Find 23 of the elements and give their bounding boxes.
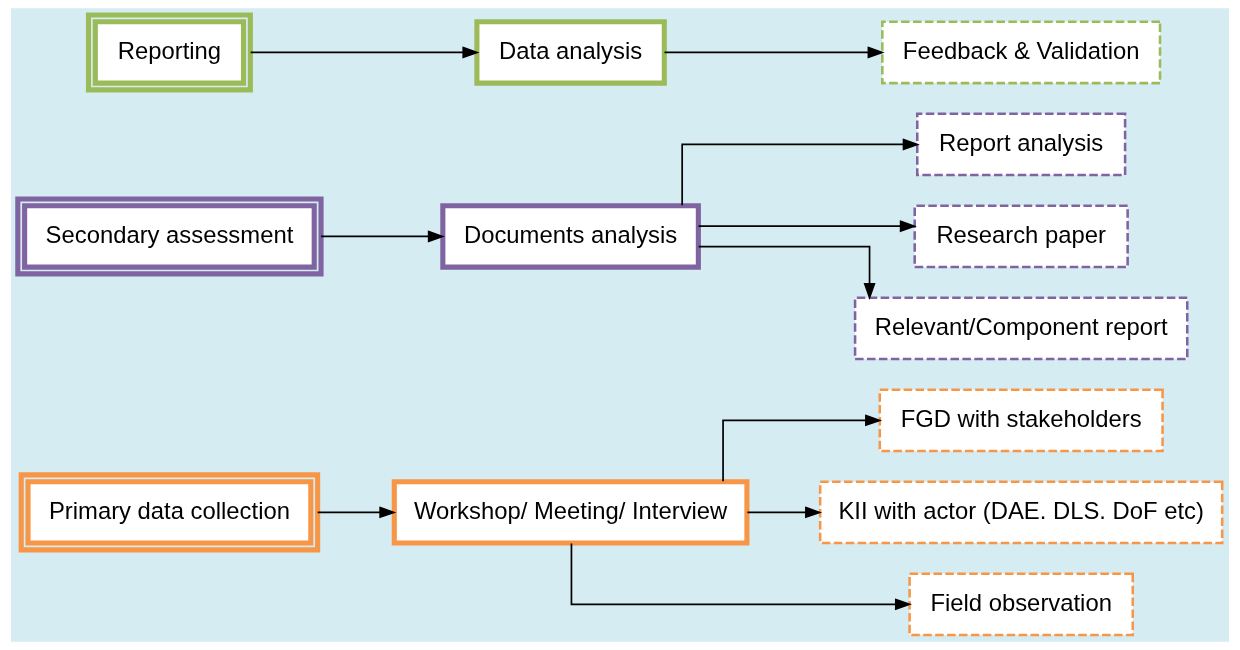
arrow <box>316 506 397 519</box>
arrow <box>697 220 917 233</box>
node-box: Documents analysis <box>440 203 701 270</box>
node-box: Primary data collection <box>18 472 321 553</box>
arrow <box>681 138 920 207</box>
node-box: Field observation <box>908 572 1135 637</box>
arrow <box>697 245 876 301</box>
arrow <box>249 46 480 59</box>
node-box: Workshop/ Meeting/ Interview <box>391 479 750 546</box>
node-box: Relevant/Component report <box>853 296 1189 361</box>
node-box: Report analysis <box>916 112 1127 177</box>
arrow <box>663 46 885 59</box>
node-box: Research paper <box>913 204 1129 269</box>
node-box: FGD with stakeholders <box>878 388 1164 453</box>
arrow <box>320 230 445 243</box>
node-box: Reporting <box>85 12 253 93</box>
arrow <box>746 506 823 519</box>
node-box: KII with actor (DAE. DLS. DoF etc) <box>818 480 1224 545</box>
node-box: Secondary assessment <box>15 196 324 277</box>
node-box: Data analysis <box>474 19 667 86</box>
arrow <box>722 414 883 483</box>
arrow <box>570 542 912 611</box>
node-box: Feedback & Validation <box>881 20 1162 85</box>
